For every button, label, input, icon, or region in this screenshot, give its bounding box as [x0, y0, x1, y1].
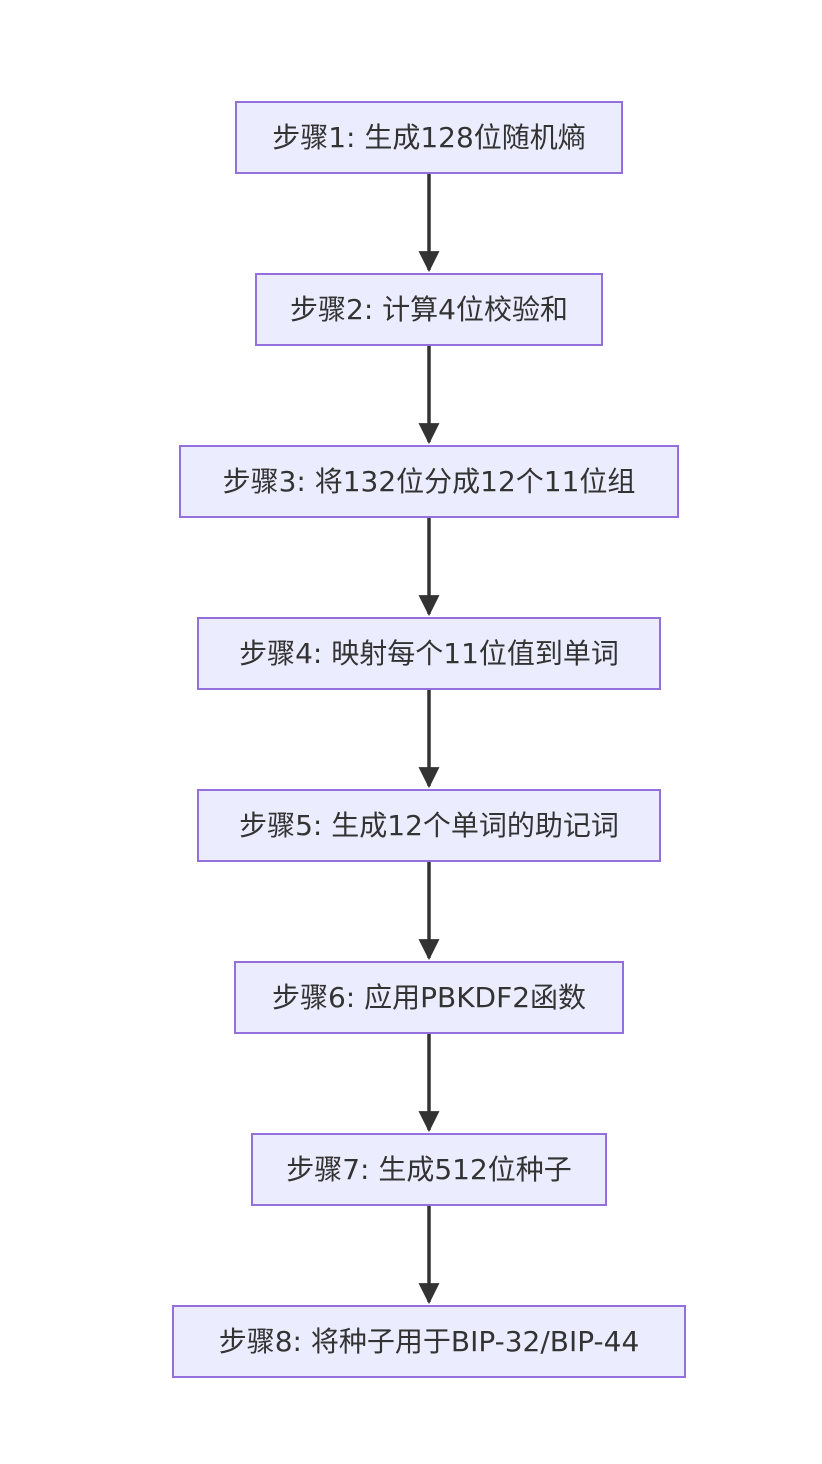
step-6-node: 步骤6: 应用PBKDF2函数 — [234, 961, 624, 1034]
step-2-node: 步骤2: 计算4位校验和 — [255, 273, 603, 346]
step-5-node: 步骤5: 生成12个单词的助记词 — [197, 789, 661, 862]
step-1-label: 步骤1: 生成128位随机熵 — [272, 120, 586, 154]
step-7-label: 步骤7: 生成512位种子 — [286, 1152, 572, 1186]
step-4-node: 步骤4: 映射每个11位值到单词 — [197, 617, 661, 690]
step-5-label: 步骤5: 生成12个单词的助记词 — [239, 808, 619, 842]
step-3-node: 步骤3: 将132位分成12个11位组 — [179, 445, 679, 518]
step-3-label: 步骤3: 将132位分成12个11位组 — [222, 464, 636, 498]
step-7-node: 步骤7: 生成512位种子 — [251, 1133, 607, 1206]
step-1-node: 步骤1: 生成128位随机熵 — [235, 101, 623, 174]
step-2-label: 步骤2: 计算4位校验和 — [290, 292, 568, 326]
step-4-label: 步骤4: 映射每个11位值到单词 — [239, 636, 619, 670]
step-8-label: 步骤8: 将种子用于BIP-32/BIP-44 — [218, 1324, 640, 1358]
step-8-node: 步骤8: 将种子用于BIP-32/BIP-44 — [172, 1305, 686, 1378]
step-6-label: 步骤6: 应用PBKDF2函数 — [271, 980, 587, 1014]
